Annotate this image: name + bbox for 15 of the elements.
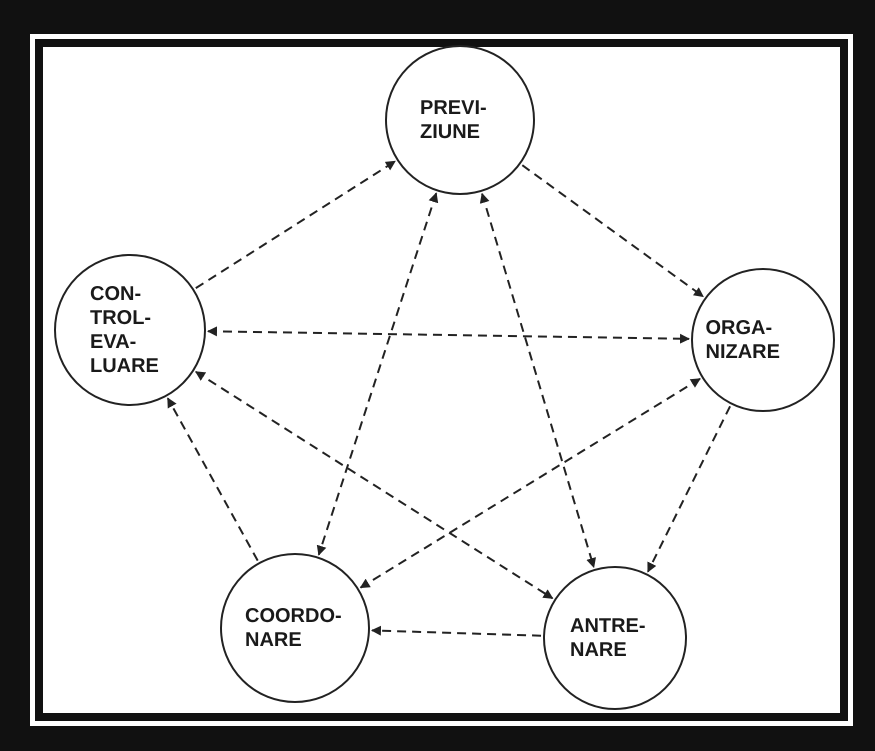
node-label: ORGA- NIZARE [706, 316, 781, 364]
node-label: CON- TROL- EVA- LUARE [90, 282, 160, 378]
dashed-arrow [195, 160, 396, 289]
dashed-arrow [360, 378, 701, 588]
dashed-arrow [316, 192, 438, 556]
node-label: PREVI- ZIUNE [420, 96, 488, 144]
dashed-arrow [207, 326, 690, 344]
dashed-arrow [370, 626, 542, 637]
dashed-arrow [647, 406, 731, 573]
dashed-arrow [166, 397, 259, 562]
node-label: COORDO- NARE [245, 604, 343, 652]
node-label: ANTRE- NARE [570, 614, 647, 662]
dashed-arrow [480, 192, 596, 568]
dashed-arrow [522, 164, 704, 298]
dashed-arrow [195, 370, 554, 600]
